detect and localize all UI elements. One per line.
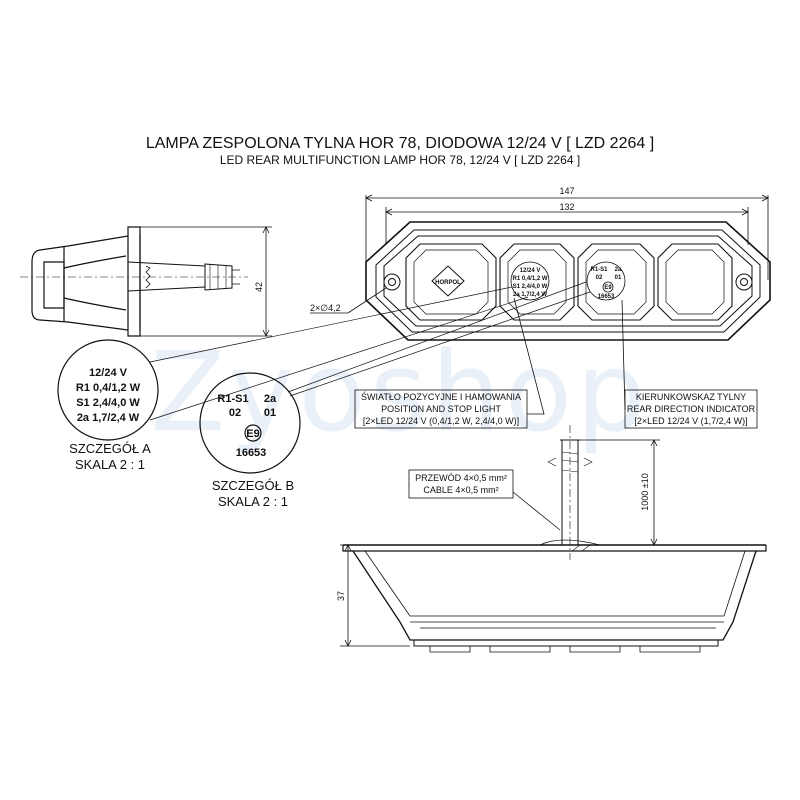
detail-b-cat: 2a	[264, 393, 277, 405]
face-b-code: R1-S1	[590, 267, 608, 273]
dimension-depth	[340, 544, 410, 647]
callout-direction-line2: REAR DIRECTION INDICATOR	[627, 404, 756, 414]
face-a-line4: 2a 1,7/2,4 W	[513, 292, 547, 298]
hole-dimension-label: 2×∅4,2	[310, 303, 341, 313]
detail-b-num1: 02	[229, 407, 241, 419]
inner-width-label: 132	[559, 202, 574, 212]
detail-b-e-mark: E9	[246, 428, 259, 440]
face-a-line3: S1 2,4/4,0 W	[513, 284, 548, 290]
callout-direction-line1: KIERUNKOWSKAZ TYLNY	[636, 392, 746, 402]
cable-length-label: 1000 ±10	[640, 473, 650, 510]
face-b-approval: 16653	[598, 294, 615, 300]
detail-b-approval: 16653	[236, 447, 267, 459]
cable-view	[547, 425, 593, 560]
detail-a-line1: 12/24 V	[89, 367, 128, 379]
detail-b-code: R1-S1	[217, 393, 248, 405]
detail-b-circle	[199, 281, 591, 474]
depth-label: 37	[336, 591, 346, 601]
face-a-line1: 12/24 V	[520, 268, 541, 274]
lamp-front-view	[365, 221, 771, 341]
face-b-num1: 02	[596, 275, 603, 281]
callout-cable-line1: PRZEWÓD 4×0,5 mm²	[415, 473, 507, 483]
side-view	[20, 226, 248, 337]
watermark: Zyoshop	[150, 328, 650, 456]
detail-a-line3: S1 2,4/4,0 W	[76, 397, 140, 409]
face-b-cat: 2a	[615, 267, 622, 273]
title-polish: LAMPA ZESPOLONA TYLNA HOR 78, DIODOWA 12…	[146, 135, 654, 152]
overall-width-label: 147	[559, 186, 574, 196]
callout-cable-line2: CABLE 4×0,5 mm²	[423, 485, 498, 495]
detail-b-num2: 01	[264, 407, 276, 419]
title-english: LED REAR MULTIFUNCTION LAMP HOR 78, 12/2…	[220, 153, 580, 167]
callout-cable-box	[408, 469, 561, 531]
callout-position-line2: POSITION AND STOP LIGHT	[381, 404, 501, 414]
detail-b-caption: SZCZEGÓŁ B	[212, 478, 294, 493]
detail-b-scale: SKALA 2 : 1	[218, 494, 288, 509]
horpol-logo: HORPOL	[435, 280, 461, 286]
detail-a-circle	[57, 286, 529, 441]
callout-position-line1: ŚWIATŁO POZYCYJNE I HAMOWANIA	[361, 391, 521, 402]
lamp-bottom-view	[342, 539, 767, 653]
face-b-mark: E9	[604, 285, 612, 291]
detail-a-line2: R1 0,4/1,2 W	[76, 382, 141, 394]
callout-direction-box	[621, 299, 758, 429]
callout-direction-line3: [2×LED 12/24 V (1,7/2,4 W)]	[634, 416, 747, 426]
detail-a-caption: SZCZEGÓŁ A	[69, 441, 151, 456]
dimension-height	[140, 226, 272, 337]
hole-leader	[310, 287, 387, 314]
callout-position-box	[354, 297, 545, 429]
dimension-inner-width	[385, 207, 749, 245]
face-b-num2: 01	[615, 275, 622, 281]
height-label: 42	[254, 282, 264, 292]
callout-position-line3: [2×LED 12/24 V (0,4/1,2 W, 2,4/4,0 W)]	[363, 416, 519, 426]
detail-a-line4: 2a 1,7/2,4 W	[77, 412, 140, 424]
face-a-line2: R1 0,4/1,2 W	[512, 276, 547, 282]
detail-a-scale: SKALA 2 : 1	[75, 457, 145, 472]
